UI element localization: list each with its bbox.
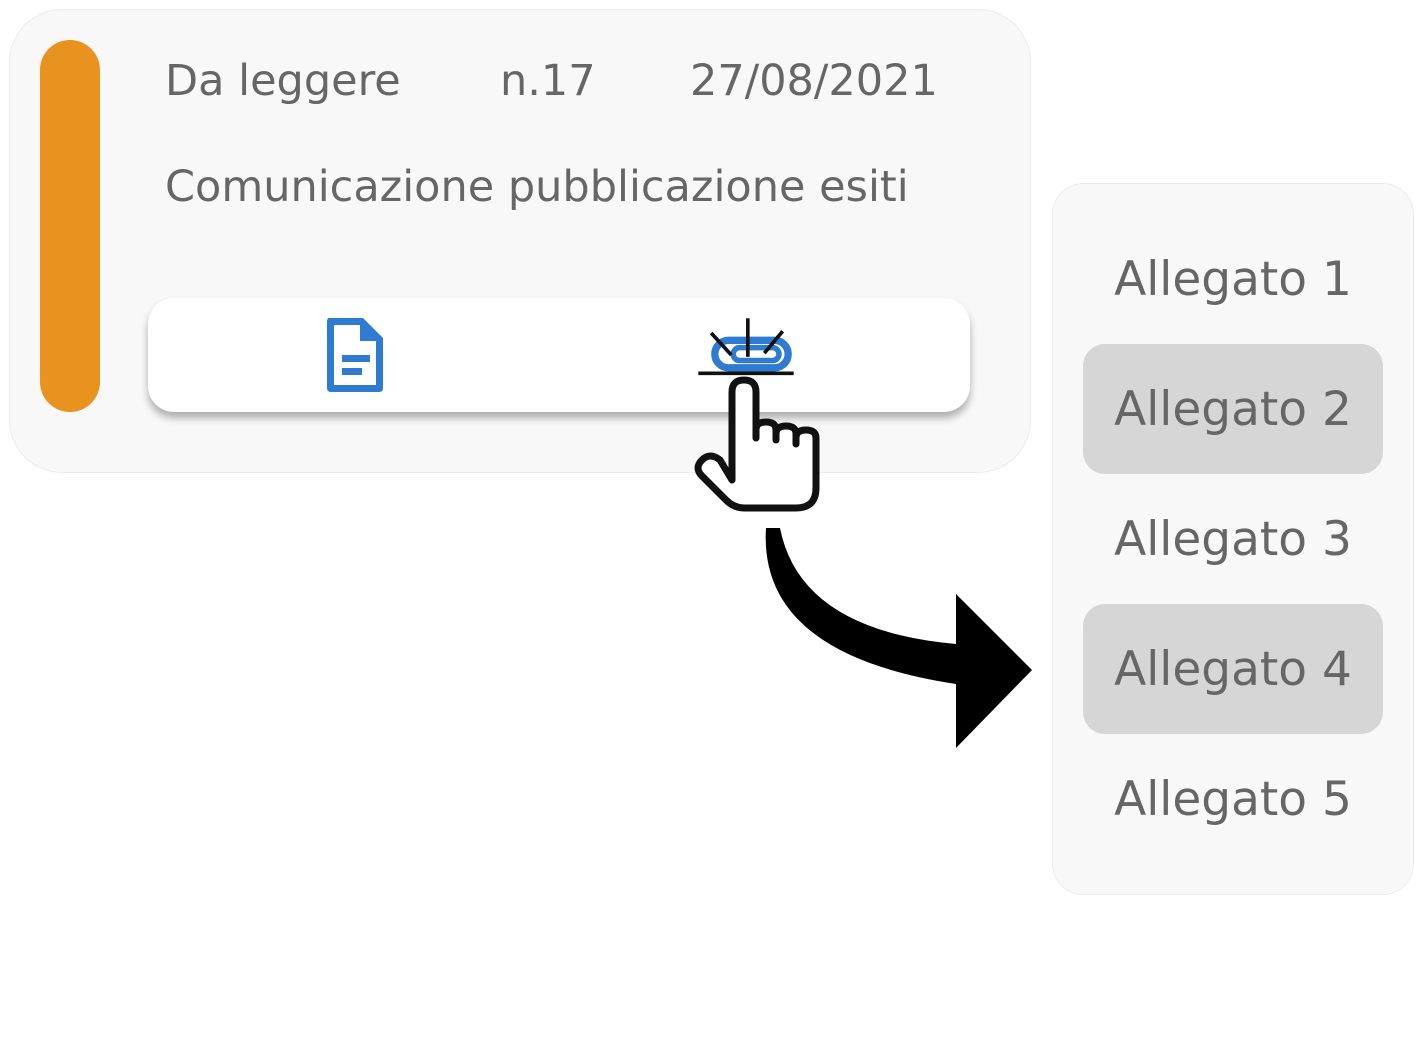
- status-color-bar: [40, 40, 100, 412]
- open-document-button[interactable]: [300, 308, 410, 402]
- attachments-menu: Allegato 1 Allegato 2 Allegato 3 Allegat…: [1053, 184, 1413, 894]
- message-number: n.17: [500, 56, 596, 106]
- paperclip-icon: [698, 318, 794, 376]
- message-subject: Comunicazione pubblicazione esiti: [165, 162, 909, 212]
- card-action-bar: [148, 298, 970, 412]
- attachment-item-5[interactable]: Allegato 5: [1114, 771, 1352, 827]
- attachment-item-2[interactable]: Allegato 2: [1083, 344, 1383, 474]
- pointing-hand-cursor-icon: [694, 376, 820, 512]
- attachment-item-1[interactable]: Allegato 1: [1114, 251, 1352, 307]
- status-label: Da leggere: [165, 56, 401, 106]
- message-date: 27/08/2021: [690, 56, 938, 106]
- message-card[interactable]: Da leggere n.17 27/08/2021 Comunicazione…: [10, 10, 1030, 472]
- document-icon: [327, 318, 383, 392]
- attachments-button[interactable]: [691, 308, 801, 402]
- attachment-item-4[interactable]: Allegato 4: [1083, 604, 1383, 734]
- attachment-item-3[interactable]: Allegato 3: [1114, 511, 1352, 567]
- curved-arrow-icon: [765, 528, 1032, 748]
